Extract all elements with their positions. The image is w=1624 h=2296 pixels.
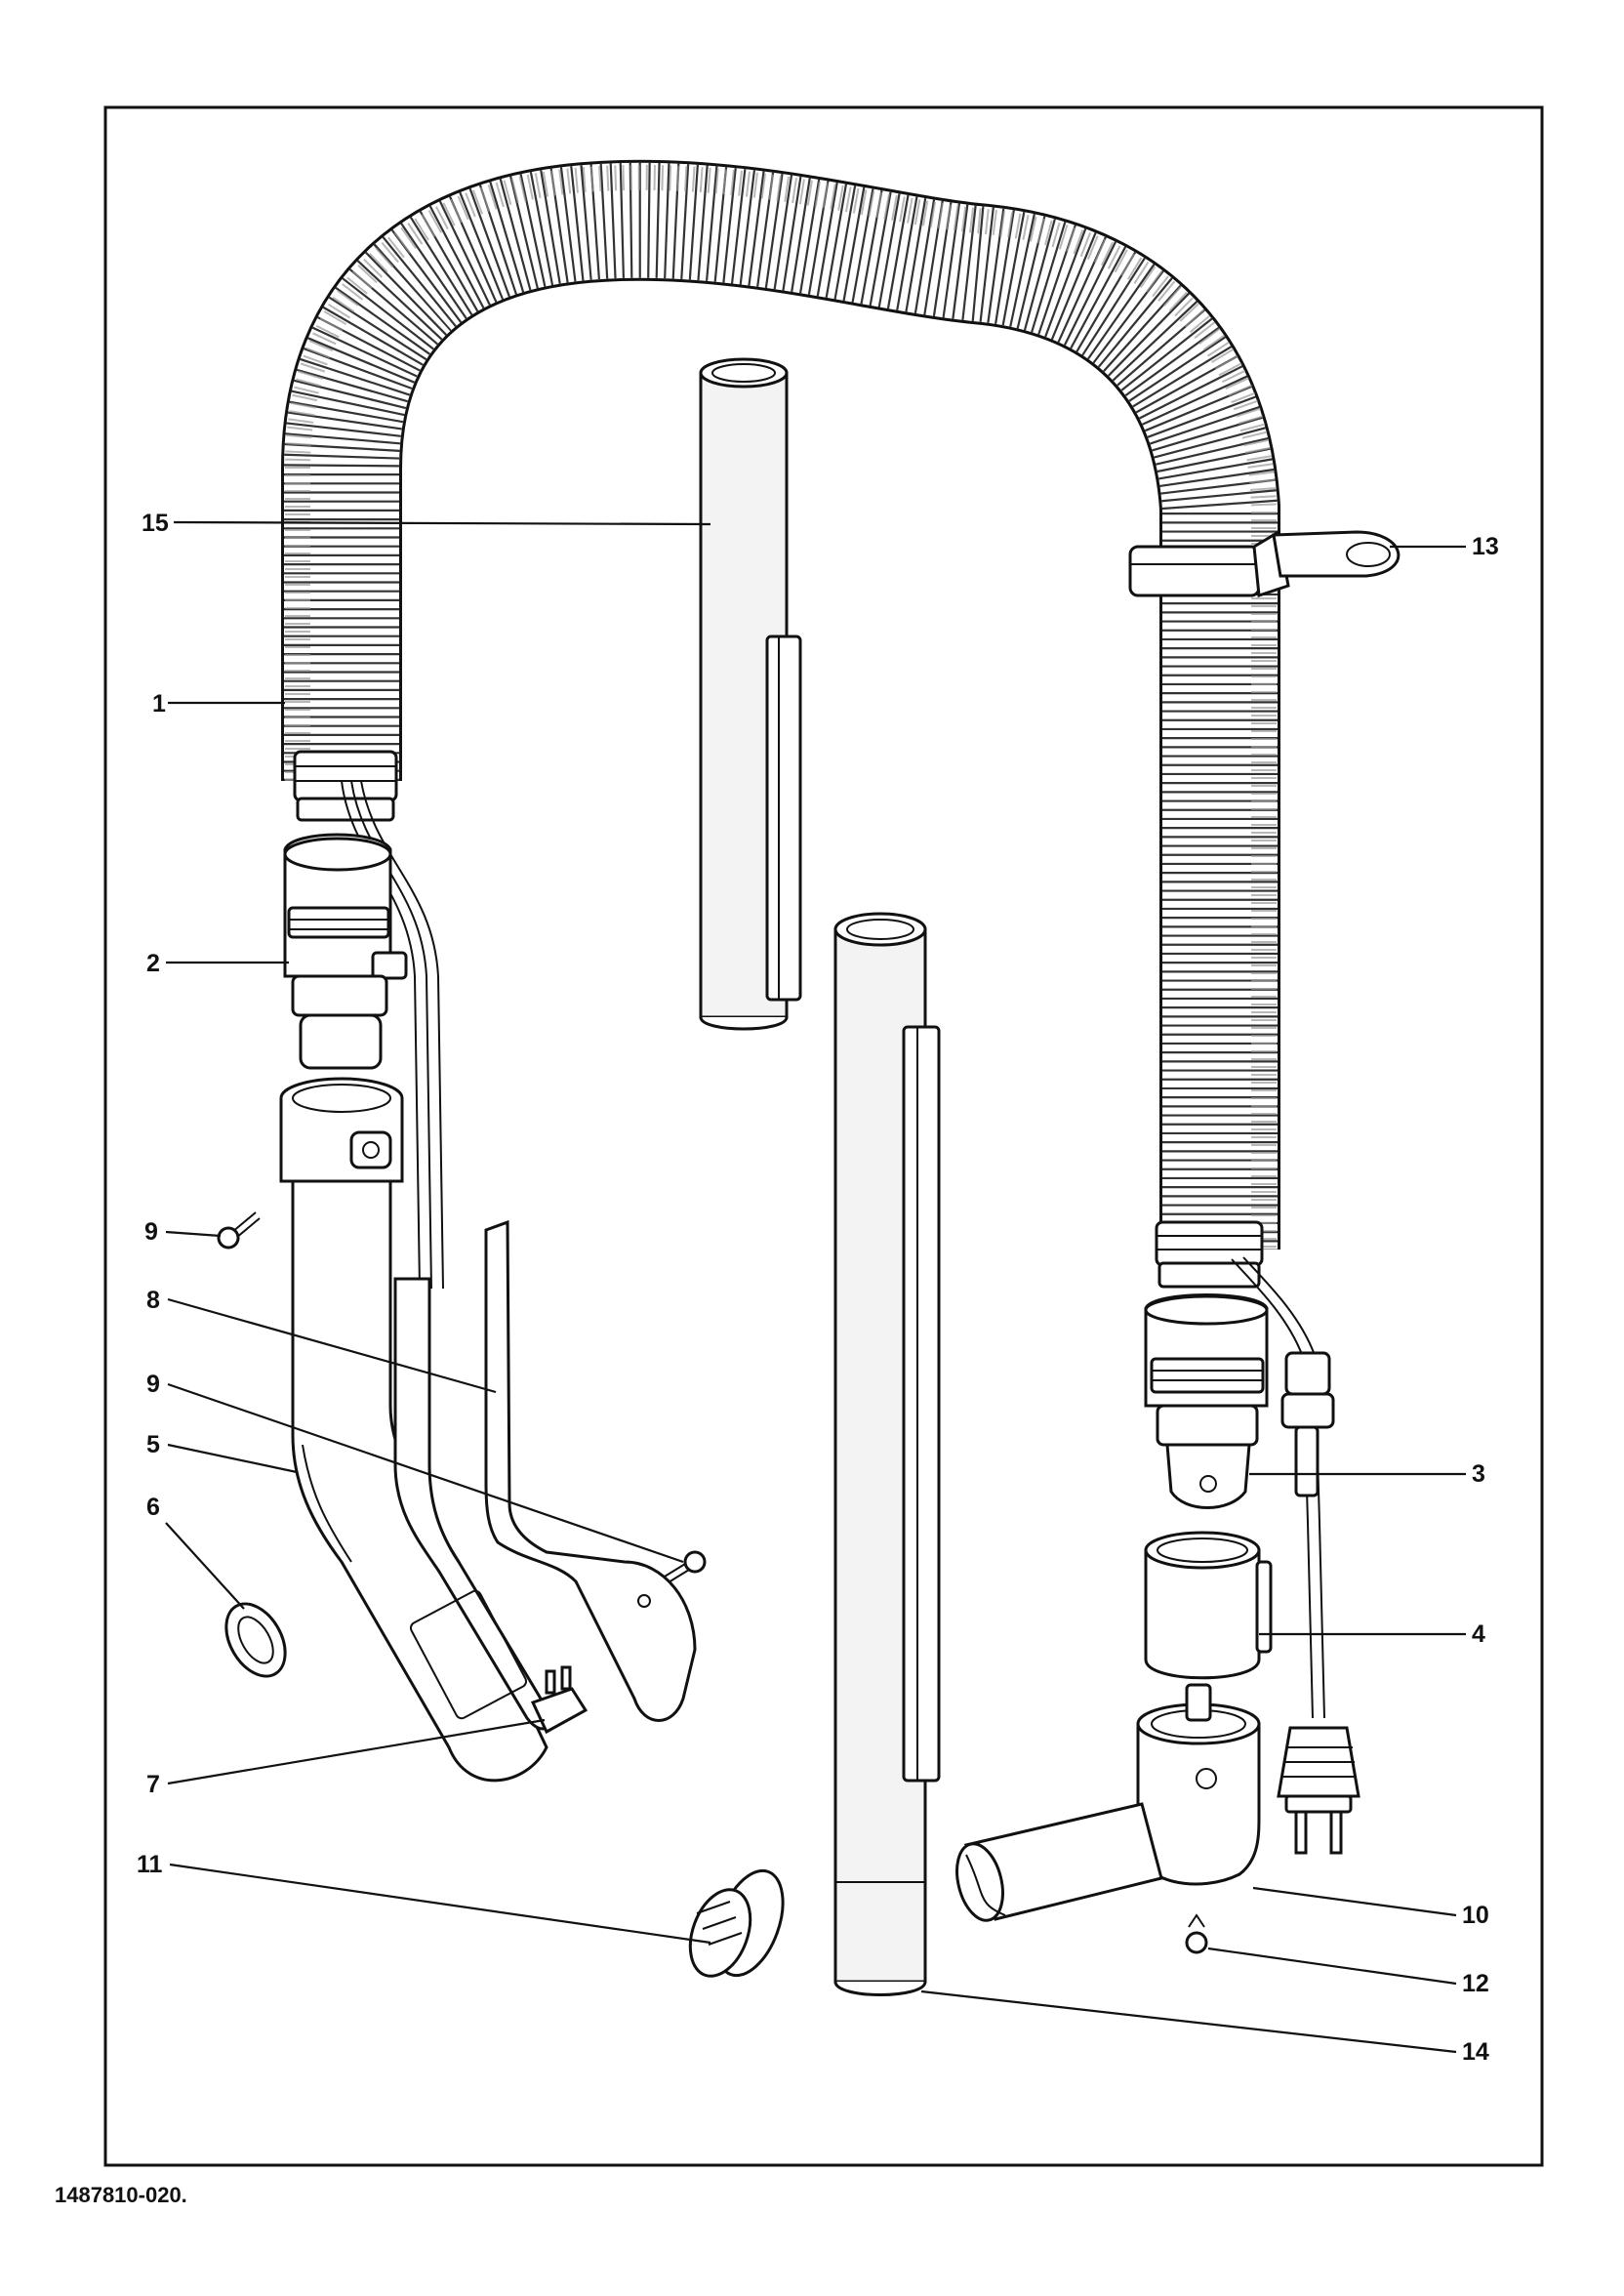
power-plug (1277, 1726, 1360, 1855)
callout-15: 15 (142, 510, 169, 537)
callout-14: 14 (1462, 2038, 1489, 2066)
end-cap (688, 1868, 785, 1978)
hose-left-cuff (293, 750, 398, 822)
extension-tube-upper (699, 357, 802, 1031)
callout-11: 11 (137, 1851, 163, 1878)
callout-6: 6 (146, 1494, 160, 1521)
sleeve (1144, 1531, 1273, 1680)
swivel-connector-left (283, 833, 408, 1070)
flexible-hose (281, 159, 1280, 1250)
callout-4: 4 (1472, 1620, 1485, 1648)
swivel-connector-right (1144, 1293, 1269, 1509)
extension-tube-lower (833, 912, 941, 1996)
callout-7: 7 (146, 1771, 160, 1798)
callout-5: 5 (146, 1431, 160, 1458)
drawing-code: 1487810-020. (55, 2183, 187, 2207)
callouts: 15 1 2 9 8 9 5 6 7 11 13 3 4 (137, 510, 1499, 2066)
cover-plate (484, 1219, 697, 1722)
callout-1: 1 (152, 690, 166, 718)
hose-clip (1128, 529, 1401, 598)
callout-9-upper: 9 (144, 1218, 158, 1246)
callout-3: 3 (1472, 1460, 1485, 1488)
hose-right-cuff (1155, 1220, 1264, 1289)
elbow-joint (955, 1683, 1261, 1922)
small-screw (1185, 1913, 1208, 1954)
callout-2: 2 (146, 950, 160, 977)
callout-10: 10 (1462, 1902, 1489, 1929)
switch-component (530, 1665, 589, 1735)
drawing-frame (103, 105, 1544, 2167)
screw-upper (217, 1211, 261, 1250)
callout-12: 12 (1462, 1970, 1489, 1997)
callout-9-lower: 9 (146, 1371, 160, 1398)
hose-wire-right (1231, 1256, 1335, 1719)
grommet (224, 1602, 287, 1678)
callout-8: 8 (146, 1287, 160, 1314)
callout-13: 13 (1472, 533, 1499, 560)
